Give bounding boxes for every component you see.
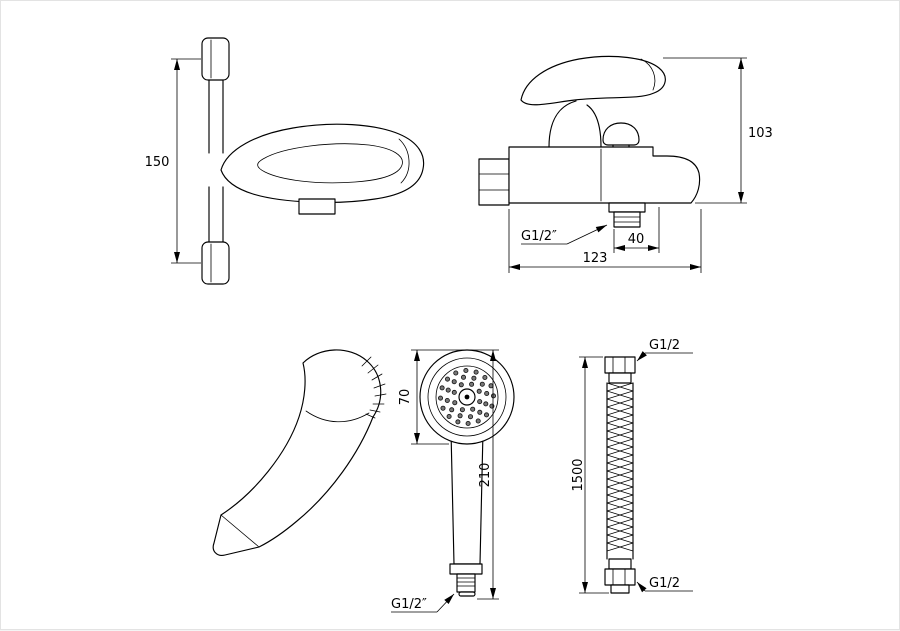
- spout-flange: [608, 202, 646, 213]
- head-center-circle: [458, 388, 476, 406]
- diverter-knob: [602, 122, 640, 146]
- handset-thread: [456, 573, 476, 593]
- dim-150-label: 150: [145, 155, 170, 170]
- handset-thread-tip: [458, 591, 476, 597]
- hose-tip: [610, 584, 630, 594]
- lever-side-outline: [520, 55, 666, 106]
- hose-collar-top: [608, 372, 632, 384]
- wall-union-nut: [478, 158, 510, 206]
- dim-103: 103: [663, 57, 773, 204]
- handset-collar: [449, 563, 483, 575]
- lever-front-outline: [257, 143, 403, 184]
- hose-weave: [606, 382, 634, 552]
- mixer-front-view: 150: [145, 37, 425, 285]
- thread-callout-hose-bottom: G1/2: [636, 576, 693, 593]
- thread-callout-side: G1/2″: [521, 224, 608, 245]
- dim-103-label: 103: [748, 126, 773, 141]
- thread-label-hose-bottom: G1/2: [649, 576, 680, 591]
- handset-front-view: 70 210 G1/2″: [391, 349, 515, 613]
- thread-callout-hose-top: G1/2: [636, 338, 693, 362]
- handset-handle: [450, 430, 484, 565]
- mixer-body-outline: [220, 123, 425, 203]
- dim-210: 210: [477, 350, 499, 600]
- dim-40: 40: [613, 207, 660, 253]
- handset-outline: [212, 349, 382, 556]
- thread-label-side: G1/2″: [521, 229, 557, 244]
- dim-150: 150: [145, 58, 201, 264]
- spout-thread: [613, 211, 641, 228]
- spout-front: [298, 198, 336, 215]
- head-center-dot: [464, 394, 470, 400]
- thread-label-hose-top: G1/2: [649, 338, 680, 353]
- nozzle-dots: [437, 367, 496, 426]
- hose-nut-bottom: [604, 568, 636, 586]
- lever-knob-line: [640, 58, 656, 91]
- dim-210-label: 210: [478, 463, 493, 488]
- thread-callout-handset: G1/2″: [391, 593, 455, 613]
- dim-70-label: 70: [398, 389, 413, 406]
- dim-1500: 1500: [571, 356, 609, 594]
- dim-40-label: 40: [628, 232, 645, 247]
- cartridge-dome: [548, 100, 577, 148]
- dim-1500-label: 1500: [571, 458, 586, 491]
- dim-70: 70: [398, 349, 499, 445]
- handset-cone-seam: [220, 514, 260, 548]
- thread-label-handset: G1/2″: [391, 597, 427, 612]
- dim-123: 123: [508, 209, 702, 273]
- escutcheon-bottom: [201, 241, 230, 285]
- mixer-side-view: 103 G1/2″ 40 123: [478, 55, 773, 273]
- handset-side-view: [212, 349, 387, 556]
- hose-view: 1500 G1/2 G1/2: [571, 338, 693, 594]
- handset-head-seam: [305, 410, 370, 423]
- cartridge-dome: [586, 104, 602, 148]
- spray-face-circle: [435, 365, 499, 429]
- hose-nut-top: [604, 356, 636, 374]
- spray-face-hatch: [361, 356, 387, 419]
- dim-123-label: 123: [583, 251, 608, 266]
- lever-end-cap: [398, 138, 410, 184]
- head-inner-circle: [427, 357, 507, 437]
- mixer-side-body: [508, 146, 701, 204]
- escutcheon-top: [201, 37, 230, 81]
- hose-collar-bottom: [608, 558, 632, 570]
